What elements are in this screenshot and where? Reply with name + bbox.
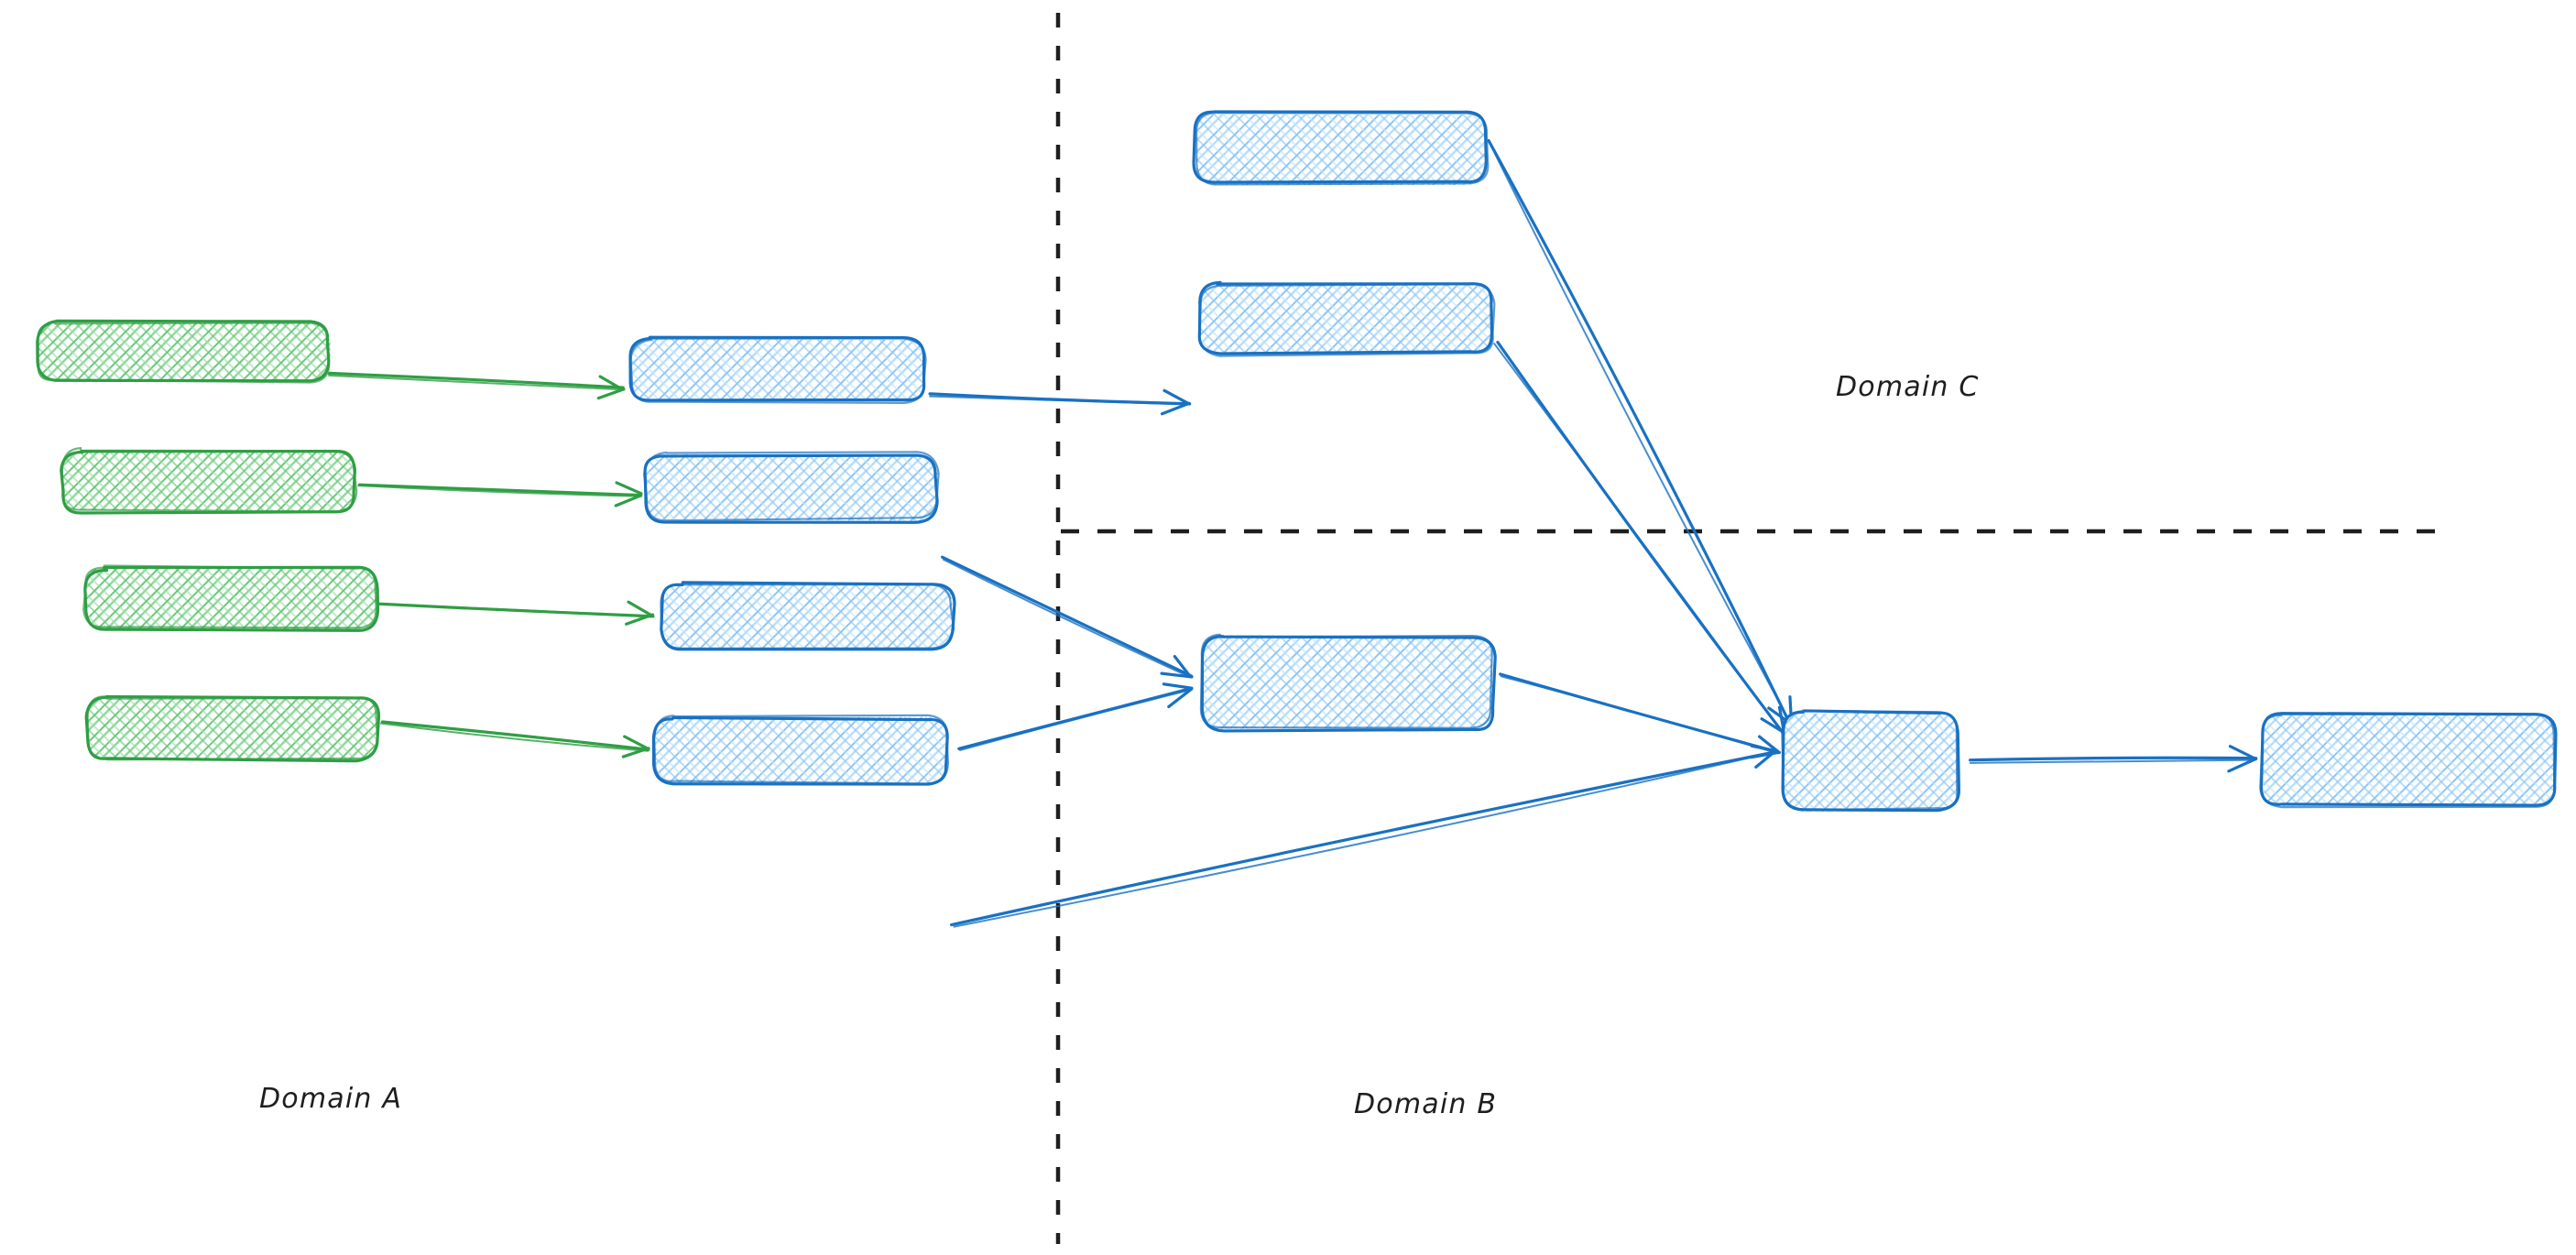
edge-line: [942, 558, 1192, 679]
edge-line: [1500, 675, 1780, 755]
node-outline: [86, 695, 379, 761]
node-outline: [642, 451, 940, 522]
arrowhead-barb: [596, 387, 626, 400]
node-a-mid-3[interactable]: [660, 581, 956, 651]
arrowhead-barb: [623, 735, 650, 751]
arrowhead-barb: [625, 613, 655, 626]
arrowhead-barb: [2228, 745, 2258, 761]
edge-line: [949, 750, 1778, 927]
node-fill-hatch-b: [2261, 714, 2558, 806]
edge-line: [953, 750, 1779, 928]
arrowhead-barb: [627, 600, 655, 618]
edge-e-m1b1: [928, 388, 1192, 416]
edge-e-a2: [357, 481, 643, 507]
node-outline: [660, 584, 955, 649]
arrowhead-barb: [1758, 735, 1781, 754]
node-fill-hatch-b: [1200, 283, 1493, 355]
node-b-3[interactable]: [1199, 633, 1497, 733]
edge-e-m2b3: [941, 555, 1194, 679]
node-fill-hatch-b: [86, 695, 377, 760]
arrowhead-barb: [614, 494, 642, 507]
arrowhead-barb: [1173, 655, 1193, 679]
node-a-in-4[interactable]: [84, 694, 381, 763]
edge-e-a1: [327, 371, 626, 400]
node-b-2[interactable]: [1197, 280, 1496, 357]
edge-line: [357, 483, 643, 497]
node-outline: [1197, 283, 1496, 357]
edge-e-a4: [379, 720, 650, 758]
edge-e-m4hub: [949, 744, 1779, 928]
edge-line: [379, 603, 654, 618]
edge-e-hubout: [1969, 745, 2258, 773]
node-outline: [1200, 635, 1497, 733]
node-outline: [82, 564, 377, 629]
arrowhead-barb: [1750, 750, 1780, 759]
edge-line: [959, 689, 1192, 751]
arrowhead-barb: [1162, 388, 1191, 406]
node-a-mid-1[interactable]: [628, 335, 927, 405]
node-fill-hatch-b: [631, 338, 926, 401]
node-fill-hatch-b: [85, 568, 378, 629]
node-outline: [1781, 709, 1959, 812]
arrowhead-barb: [1162, 682, 1194, 690]
edge-line: [357, 485, 643, 497]
edge-line: [328, 374, 625, 391]
edge-line: [379, 722, 649, 752]
node-b-1[interactable]: [1192, 110, 1490, 186]
edge-layer: [327, 138, 2258, 928]
edge-line: [1969, 756, 2258, 762]
divider-layer: [1055, 13, 2448, 1244]
node-a-mid-4[interactable]: [651, 714, 950, 786]
node-outline: [1195, 111, 1490, 186]
arrowhead-barb: [1160, 671, 1194, 679]
label-domain-b: Domain B: [1354, 1088, 1498, 1120]
edge-line: [929, 395, 1190, 406]
edge-line: [928, 392, 1192, 406]
edge-e-a3: [378, 600, 655, 626]
arrowhead-barb: [1760, 717, 1785, 735]
node-c-out[interactable]: [2259, 712, 2558, 809]
edge-line: [1488, 139, 1792, 725]
node-outline: [60, 447, 358, 513]
node-fill-hatch-b: [1195, 114, 1487, 185]
edge-line: [1969, 758, 2256, 764]
arrowhead-barb: [2227, 757, 2258, 773]
node-fill-hatch-b: [37, 322, 331, 382]
label-domain-c: Domain C: [1836, 371, 1980, 403]
node-fill-hatch-b: [61, 450, 355, 512]
node-outline: [653, 714, 950, 785]
node-outline: [2259, 713, 2556, 809]
arrowhead-barb: [1167, 687, 1194, 709]
edge-line: [380, 720, 650, 751]
edge-line: [327, 371, 625, 389]
node-fill-hatch-b: [646, 453, 938, 521]
edge-line: [1487, 138, 1792, 726]
edge-e-b2hub: [1493, 340, 1786, 736]
node-a-in-3[interactable]: [82, 564, 380, 632]
node-c-hub[interactable]: [1781, 709, 1960, 813]
node-a-mid-2[interactable]: [642, 451, 940, 524]
arrowhead-barb: [615, 481, 643, 496]
arrowhead-barb: [598, 375, 624, 391]
node-layer: [36, 110, 2558, 813]
edge-e-m3b3: [957, 682, 1194, 751]
node-fill-hatch-b: [1783, 712, 1959, 813]
node-fill-hatch-b: [653, 716, 948, 783]
edge-line: [1493, 343, 1785, 736]
node-a-in-1[interactable]: [36, 319, 331, 384]
label-domain-a: Domain A: [259, 1083, 403, 1115]
node-outline: [37, 321, 330, 384]
edge-line: [941, 555, 1194, 678]
node-outline: [629, 337, 927, 405]
node-a-in-2[interactable]: [60, 447, 358, 515]
arrowhead-barb: [1160, 401, 1191, 416]
edge-e-b3hub: [1499, 672, 1781, 759]
edge-e-b1hub: [1487, 138, 1794, 726]
node-outline: [1199, 633, 1493, 729]
arrowhead-barb: [621, 747, 650, 758]
node-fill-hatch-b: [660, 583, 955, 650]
node-fill-hatch-b: [1201, 635, 1493, 729]
